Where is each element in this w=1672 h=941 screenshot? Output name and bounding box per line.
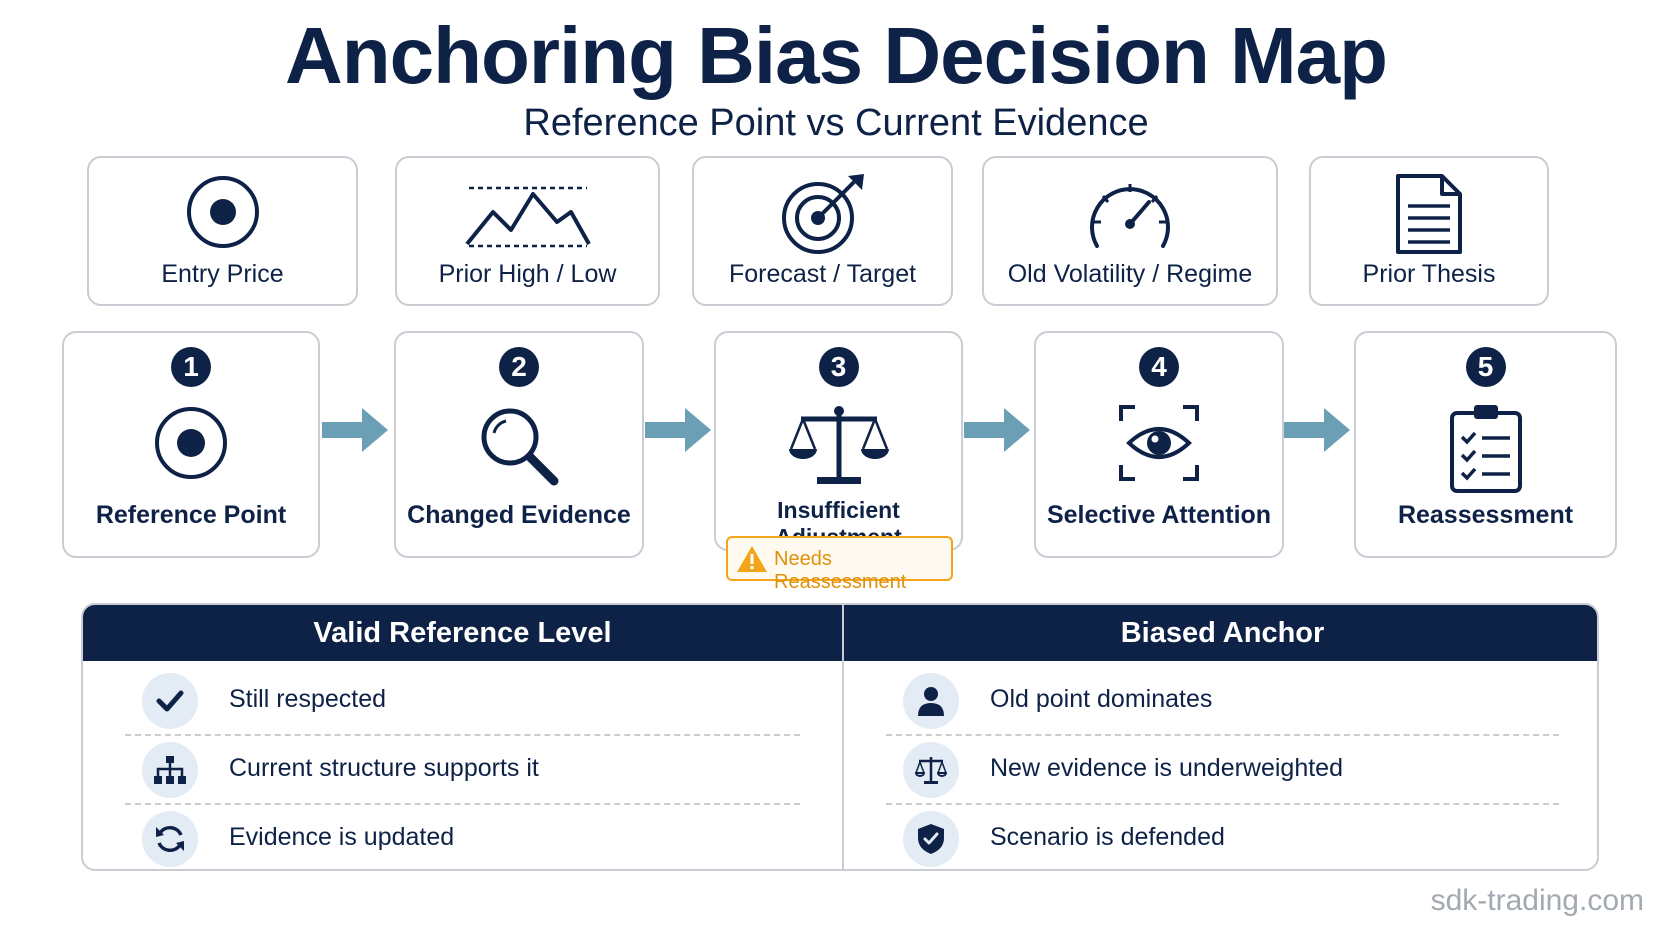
anchor-card-forecast-target: Forecast / Target (692, 156, 953, 306)
needs-reassessment-badge: Needs Reassessment (726, 536, 953, 593)
arrow-right-icon (322, 408, 388, 452)
valid-reference-column: Valid Reference Level Still respected (83, 605, 842, 869)
list-item: Current structure supports it (125, 734, 800, 805)
step-card-reference-point: 1 Reference Point (62, 331, 320, 558)
refresh-icon (156, 825, 184, 853)
step-label: Reference Point (95, 501, 287, 529)
anchor-card-old-volatility: Old Volatility / Regime (982, 156, 1278, 306)
site-watermark: sdk-trading.com (1430, 884, 1644, 917)
arrow-right-icon (1284, 408, 1350, 452)
anchor-label: Prior Thesis (1362, 260, 1496, 288)
list-item: Old point dominates (886, 665, 1559, 736)
anchor-card-prior-thesis: Prior Thesis (1309, 156, 1549, 306)
list-item: Still respected (125, 665, 800, 736)
page-title: Anchoring Bias Decision Map (284, 11, 1388, 100)
column-header: Biased Anchor (844, 605, 1597, 661)
comparison-table: Valid Reference Level Still respected (81, 603, 1599, 871)
hierarchy-icon (154, 756, 186, 784)
eye-focus-icon (1119, 405, 1199, 481)
gauge-icon (1090, 184, 1170, 248)
target-dot-icon (186, 176, 259, 248)
page-subtitle: Reference Point vs Current Evidence (523, 102, 1149, 144)
scale-icon (915, 757, 947, 784)
target-dot-icon (155, 407, 227, 479)
step-card-changed-evidence: 2 Changed Evidence (394, 331, 644, 558)
biased-anchor-column: Biased Anchor Old point dominates (842, 605, 1597, 869)
anchor-label: Forecast / Target (728, 260, 917, 288)
shield-check-icon (918, 824, 944, 854)
anchor-card-prior-high-low: Prior High / Low (395, 156, 660, 306)
anchor-label: Old Volatility / Regime (1007, 260, 1253, 288)
anchor-card-entry-price: Entry Price (87, 156, 358, 306)
step-card-insufficient-adjustment: 3 Insufficient Adjustment (714, 331, 963, 551)
list-item: Scenario is defended (886, 803, 1559, 869)
step-label: Changed Evidence (407, 501, 631, 529)
person-icon (918, 687, 944, 716)
scale-icon (788, 406, 889, 484)
step-number: 5 (1465, 347, 1506, 387)
column-header: Valid Reference Level (83, 605, 842, 661)
step-card-reassessment: 5 Reassessment (1354, 331, 1617, 558)
step-number: 3 (818, 347, 859, 387)
step-number: 1 (171, 347, 211, 387)
warning-label: Needs Reassessment (774, 548, 907, 593)
clipboard-check-icon (1449, 405, 1522, 493)
document-icon (1396, 174, 1462, 254)
list-item: New evidence is underweighted (886, 734, 1559, 805)
step-number: 2 (499, 347, 539, 387)
anchor-label: Entry Price (161, 260, 284, 288)
magnifier-icon (481, 408, 559, 486)
arrow-right-icon (964, 408, 1030, 452)
list-item: Evidence is updated (125, 803, 800, 869)
step-label: Selective Attention (1046, 501, 1272, 529)
bullseye-arrow-icon (781, 174, 864, 254)
step-number: 4 (1139, 347, 1179, 387)
step-label: Reassessment (1397, 501, 1574, 529)
check-icon (156, 690, 184, 712)
mountain-range-icon (464, 186, 591, 248)
anchor-label: Prior High / Low (438, 260, 617, 288)
warning-triangle-icon (737, 546, 767, 572)
step-card-selective-attention: 4 Selective Attention (1034, 331, 1284, 558)
arrow-right-icon (645, 408, 711, 452)
